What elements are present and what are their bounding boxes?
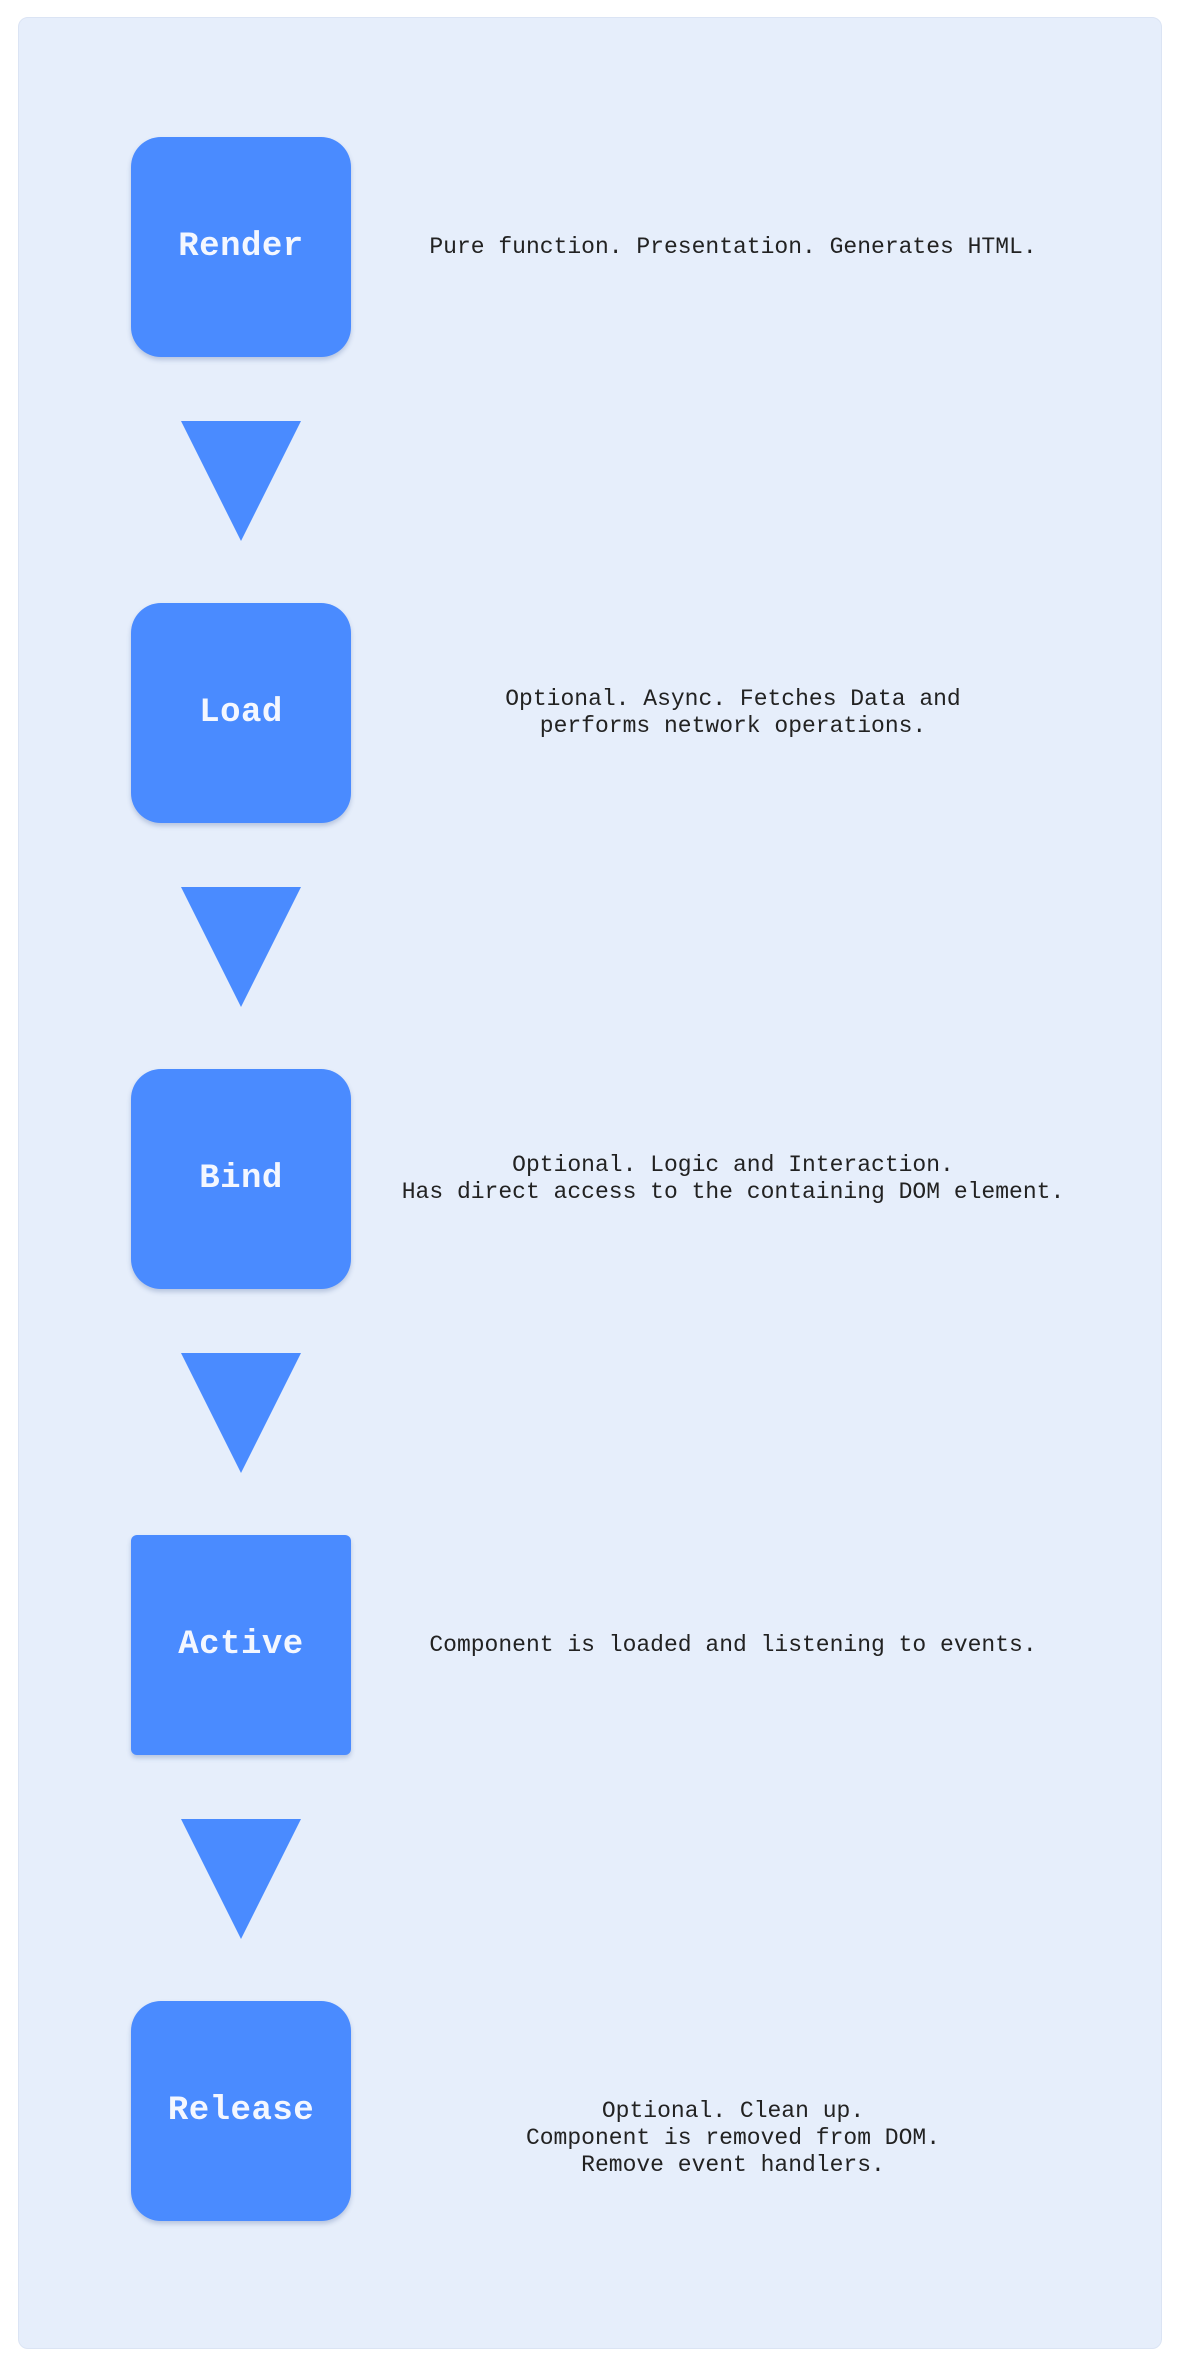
description-release: Optional. Clean up. Component is removed… [363,2028,1103,2248]
description-bind-line-1: Optional. Logic and Interaction. [512,1152,954,1178]
arrow-down-icon [181,1353,301,1473]
description-load: Optional. Async. Fetches Data and perfor… [363,603,1103,823]
arrow-down-icon [181,887,301,1007]
arrow-down-icon [181,1819,301,1939]
node-release: Release [131,2001,351,2221]
diagram-canvas: Render Pure function. Presentation. Gene… [18,17,1162,2349]
node-bind-label: Bind [199,1160,283,1198]
arrow-load-to-bind [181,887,301,1007]
description-release-line-1: Optional. Clean up. [601,2097,865,2124]
description-load-line-1: Optional. Async. Fetches Data and [505,686,961,712]
arrow-render-to-load [181,421,301,541]
description-bind: Optional. Logic and Interaction. Has dir… [363,1069,1103,1289]
description-release-line-2: Component is removed from DOM. [525,2124,941,2151]
node-render: Render [131,137,351,357]
node-render-label: Render [178,228,304,266]
description-release-line-3: Remove event handlers. [581,2151,885,2178]
description-render: Pure function. Presentation. Generates H… [363,137,1103,357]
node-load: Load [131,603,351,823]
node-active: Active [131,1535,351,1755]
node-release-label: Release [167,2092,315,2130]
description-load-line-2: performs network operations. [539,713,927,739]
description-render-line-1: Pure function. Presentation. Generates H… [429,233,1037,260]
node-active-label: Active [178,1626,304,1664]
arrow-down-icon [181,421,301,541]
arrow-active-to-release [181,1819,301,1939]
node-bind: Bind [131,1069,351,1289]
description-bind-line-2: Has direct access to the containing DOM … [401,1179,1065,1205]
arrow-bind-to-active [181,1353,301,1473]
description-active: Component is loaded and listening to eve… [363,1535,1103,1755]
description-active-line-1: Component is loaded and listening to eve… [429,1631,1037,1658]
node-load-label: Load [199,694,283,732]
